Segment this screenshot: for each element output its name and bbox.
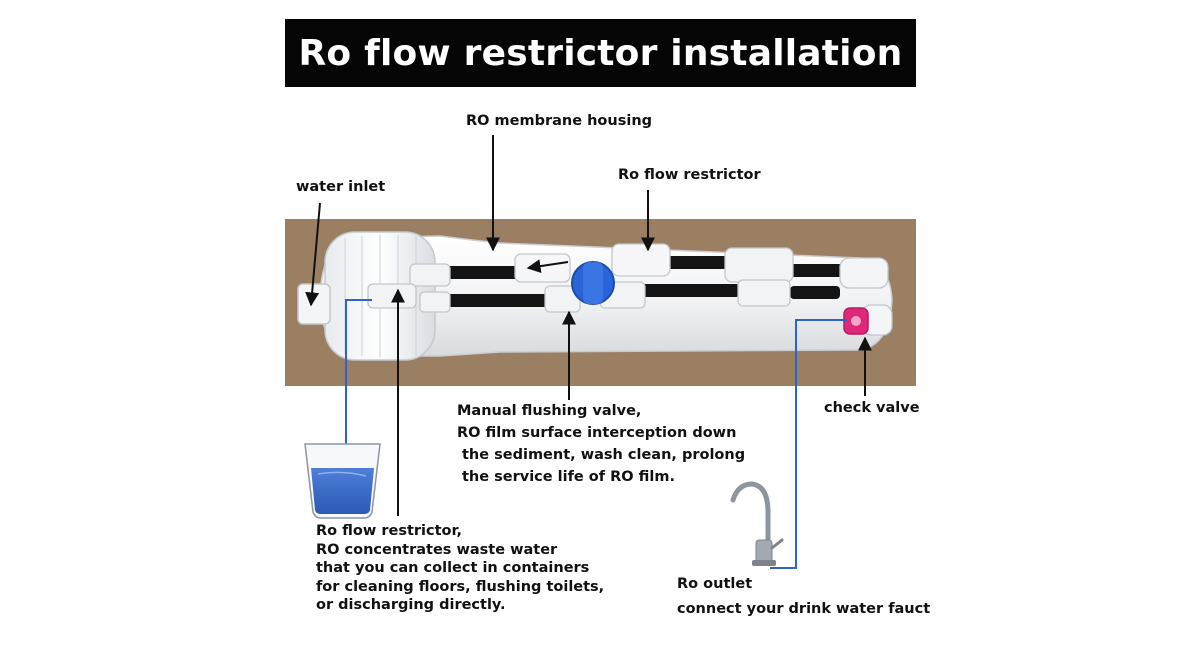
tube-upper-far	[790, 264, 850, 277]
label-ro-outlet: Ro outlet connect your drink water fauct	[677, 572, 930, 622]
fitting	[724, 247, 794, 283]
label-flow-restrictor-top: Ro flow restrictor	[618, 167, 761, 183]
tube-lower-left	[445, 294, 550, 307]
label-line: or discharging directly.	[316, 597, 506, 613]
label-line: Manual flushing valve,	[457, 403, 642, 419]
tube-lower-far	[790, 286, 840, 299]
label-line: that you can collect in containers	[316, 560, 590, 576]
fitting	[419, 291, 451, 313]
label-check-valve: check valve	[824, 400, 920, 416]
faucet-icon	[730, 481, 771, 563]
label-water-inlet: water inlet	[296, 179, 386, 195]
fitting	[409, 263, 451, 287]
outlet-water-line	[770, 319, 848, 569]
fitting	[367, 283, 417, 309]
title-banner: Ro flow restrictor installation	[285, 19, 916, 87]
label-flushing-valve: Manual flushing valve, RO film surface i…	[457, 400, 745, 488]
tube-upper-left	[445, 266, 523, 279]
label-line: RO concentrates waste water	[316, 541, 558, 558]
label-membrane-housing: RO membrane housing	[466, 113, 653, 129]
fitting	[737, 279, 791, 307]
label-line: Ro outlet	[677, 576, 753, 592]
callout-arrow-inlet	[305, 202, 321, 307]
label-line: RO film surface interception down	[457, 425, 737, 441]
page-title: Ro flow restrictor installation	[298, 32, 903, 74]
label-line: the sediment, wash clean, prolong	[462, 447, 746, 463]
label-flow-restrictor-waste: Ro flow restrictor, RO concentrates wast…	[316, 522, 604, 615]
fitting	[839, 257, 889, 289]
water-inlet-fitting	[297, 283, 331, 325]
label-line: the service life of RO film.	[462, 469, 675, 485]
tube-lower-right	[640, 284, 740, 297]
waste-water-line	[345, 299, 372, 448]
ro-flow-restrictor-fitting	[611, 243, 671, 277]
label-line: for cleaning floors, flushing toilets,	[316, 578, 605, 595]
fitting	[514, 253, 571, 283]
label-line: Ro flow restrictor,	[316, 523, 463, 539]
label-line: connect your drink water fauct	[677, 601, 931, 617]
